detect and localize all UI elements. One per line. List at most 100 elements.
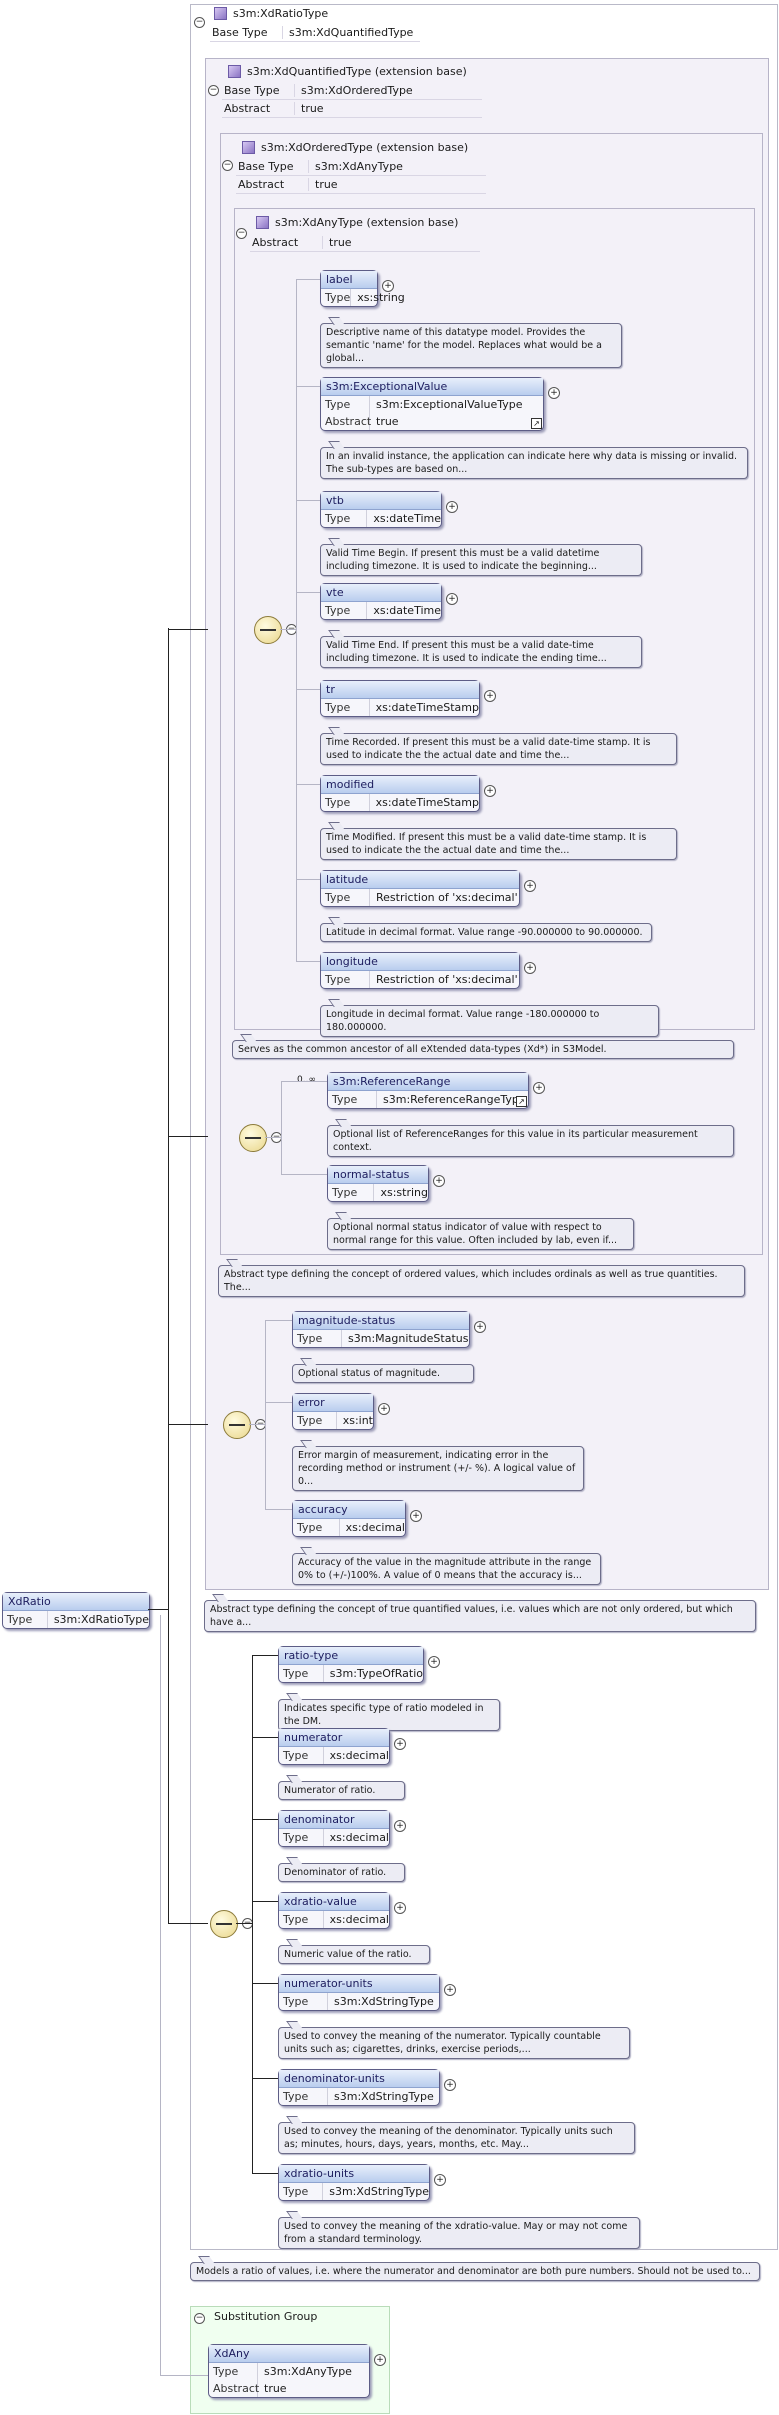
collapse-toggle-icon[interactable]: − <box>194 17 205 28</box>
prop-value: s3m:XdQuantifiedType <box>282 26 413 39</box>
expand-plus-icon[interactable]: + <box>382 280 394 292</box>
prop-value: xs:decimal <box>329 1749 389 1762</box>
sequence-compositor-icon[interactable] <box>223 1411 251 1439</box>
collapse-toggle-icon[interactable]: − <box>208 85 219 96</box>
element-annotation: Valid Time Begin. If present this must b… <box>320 544 642 576</box>
expand-plus-icon[interactable]: + <box>484 690 496 702</box>
element-name: XdRatio <box>3 1593 149 1611</box>
connector-line <box>265 1137 281 1138</box>
complex-type-icon <box>228 65 241 78</box>
prop-key: Abstract <box>224 102 271 115</box>
expand-plus-icon[interactable]: + <box>428 1656 440 1668</box>
element-annotation: Denominator of ratio. <box>278 1863 405 1882</box>
collapse-toggle-icon[interactable]: − <box>236 228 247 239</box>
element-name: XdAny <box>209 2345 369 2363</box>
collapse-toggle-icon[interactable]: − <box>194 2313 205 2324</box>
prop-key: Type <box>321 699 370 716</box>
element-annotation: Time Modified. If present this must be a… <box>320 828 677 860</box>
expand-plus-icon[interactable]: + <box>524 880 536 892</box>
element-name: magnitude-status <box>293 1312 469 1330</box>
expand-plus-icon[interactable]: + <box>474 1321 486 1333</box>
element-name: vte <box>321 584 441 602</box>
connector-line <box>236 1923 252 1924</box>
type-link-icon[interactable]: ↗ <box>516 1096 527 1107</box>
element-annotation: Optional status of magnitude. <box>292 1364 474 1383</box>
connector-line <box>252 2078 278 2079</box>
expand-plus-icon[interactable]: + <box>444 1984 456 1996</box>
xdorderedtype-annotation: Abstract type defining the concept of or… <box>218 1265 745 1297</box>
expand-plus-icon[interactable]: + <box>394 1902 406 1914</box>
element-name: modified <box>321 776 479 794</box>
expand-plus-icon[interactable]: + <box>394 1820 406 1832</box>
prop-value: s3m:XdStringType <box>334 1995 434 2008</box>
expand-plus-icon[interactable]: + <box>446 593 458 605</box>
connector-line <box>252 1655 278 1656</box>
connector-line <box>280 629 296 630</box>
expand-plus-icon[interactable]: + <box>548 387 560 399</box>
expand-plus-icon[interactable]: + <box>433 1175 445 1187</box>
expand-plus-icon[interactable]: + <box>378 1403 390 1415</box>
element-name: error <box>293 1394 373 1412</box>
prop-key: Type <box>279 2088 328 2105</box>
expand-plus-icon[interactable]: + <box>444 2079 456 2091</box>
sequence-compositor-icon[interactable] <box>254 616 282 644</box>
prop-value: Restriction of 'xs:decimal' <box>376 891 518 904</box>
xdquantifiedtype-title: s3m:XdQuantifiedType (extension base) <box>247 65 467 78</box>
element-name: label <box>321 271 377 289</box>
expand-plus-icon[interactable]: + <box>410 1510 422 1522</box>
element-name: denominator <box>279 1811 389 1829</box>
sequence-compositor-icon[interactable] <box>210 1910 238 1938</box>
expand-plus-icon[interactable]: + <box>446 501 458 513</box>
complex-type-icon <box>242 141 255 154</box>
sequence-compositor-icon[interactable] <box>239 1124 267 1152</box>
expand-plus-icon[interactable]: + <box>524 962 536 974</box>
expand-plus-icon[interactable]: + <box>374 2354 386 2366</box>
prop-key: Abstract <box>238 178 285 191</box>
xdanytype-annotation: Serves as the common ancestor of all eXt… <box>232 1040 734 1059</box>
expand-plus-icon[interactable]: + <box>434 2174 446 2186</box>
prop-key: Type <box>293 1330 342 1347</box>
prop-value: s3m:XdAnyType <box>308 160 403 173</box>
prop-key: Type <box>321 289 352 306</box>
element-name: ratio-type <box>279 1647 423 1665</box>
substitution-group-title: Substitution Group <box>214 2310 318 2323</box>
connector-line <box>168 1424 208 1425</box>
expand-plus-icon[interactable]: + <box>484 785 496 797</box>
element-annotation: Indicates specific type of ratio modeled… <box>278 1699 500 1731</box>
type-link-icon[interactable]: ↗ <box>531 418 542 429</box>
expand-plus-icon[interactable]: + <box>533 1082 545 1094</box>
collapse-toggle-icon[interactable]: − <box>222 160 233 171</box>
expand-plus-icon[interactable]: + <box>394 1738 406 1750</box>
